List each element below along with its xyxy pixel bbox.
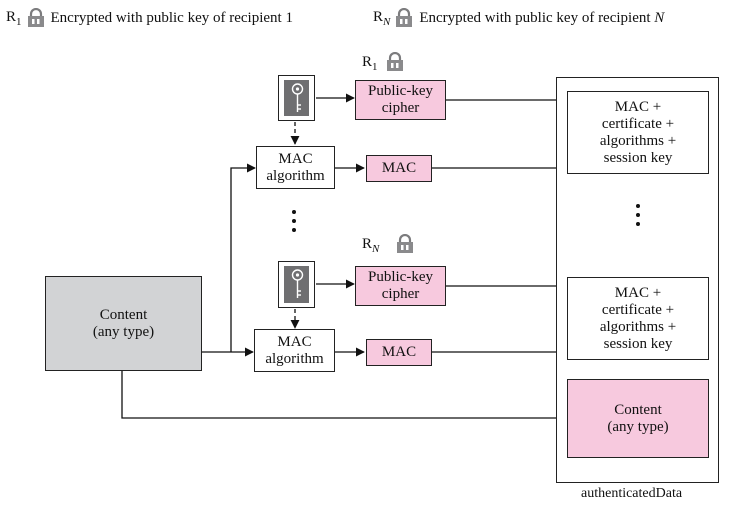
key-icon: [278, 75, 315, 121]
arrow-content-to-mac-alg-top: [230, 163, 256, 352]
entry1-line3: algorithms +: [599, 132, 677, 149]
content-source: Content (any type): [45, 276, 202, 371]
legend-rn: RN Encrypted with public key of recipien…: [373, 7, 665, 28]
public-key-cipher-top: Public-key cipher: [355, 80, 446, 120]
mac-bottom: MAC: [366, 339, 432, 366]
legend-r1: R1 Encrypted with public key of recipien…: [6, 7, 293, 28]
legend-rn-text: Encrypted with public key of recipient N: [419, 9, 665, 26]
pkc-bottom-line1: Public-key: [368, 269, 433, 285]
authenticated-data-caption: authenticatedData: [581, 486, 683, 501]
recipient-1-label: R1: [362, 54, 378, 73]
ellipsis-branches: [291, 210, 297, 237]
public-key-cipher-bottom: Public-key cipher: [355, 266, 446, 306]
mac-algorithm-top: MAC algorithm: [256, 146, 335, 189]
ellipsis-output: [635, 204, 641, 231]
mac-top: MAC: [366, 155, 432, 182]
legend-r1-label: R1: [6, 8, 22, 28]
content-source-line2: (any type): [92, 323, 155, 340]
padlock-icon: [386, 51, 404, 77]
mac-alg-top-line2: algorithm: [266, 167, 325, 184]
entry2-line1: MAC +: [614, 284, 662, 301]
padlock-icon: [396, 233, 414, 259]
mac-alg-bottom-line1: MAC: [277, 333, 312, 350]
mac-top-label: MAC: [381, 160, 417, 176]
output-content-line1: Content: [614, 401, 662, 418]
mac-bottom-label: MAC: [381, 344, 417, 360]
entry2-line3: algorithms +: [599, 318, 677, 335]
recipient-n-label: RN: [362, 236, 380, 255]
entry1-line1: MAC +: [614, 98, 662, 115]
legend-r1-text: Encrypted with public key of recipient 1: [50, 9, 293, 26]
content-source-line1: Content: [99, 306, 148, 323]
pkc-top-line2: cipher: [381, 100, 420, 116]
mac-alg-bottom-line2: algorithm: [265, 350, 324, 367]
padlock-icon: [27, 7, 45, 28]
padlock-icon: [395, 7, 413, 28]
pkc-top-line1: Public-key: [368, 83, 433, 99]
arrow-content-to-output-content: [121, 371, 566, 423]
output-content: Content (any type): [567, 379, 709, 458]
entry2-line2: certificate +: [601, 301, 675, 318]
mac-algorithm-bottom: MAC algorithm: [254, 329, 335, 372]
output-entry-1: MAC + certificate + algorithms + session…: [567, 91, 709, 174]
mac-alg-top-line1: MAC: [278, 150, 313, 167]
entry2-line4: session key: [603, 335, 673, 352]
legend-rn-label: RN: [373, 8, 391, 28]
entry1-line2: certificate +: [601, 115, 675, 132]
pkc-bottom-line2: cipher: [381, 286, 420, 302]
entry1-line4: session key: [603, 149, 673, 166]
output-content-line2: (any type): [607, 418, 669, 435]
key-icon: [278, 261, 315, 308]
output-entry-2: MAC + certificate + algorithms + session…: [567, 277, 709, 360]
